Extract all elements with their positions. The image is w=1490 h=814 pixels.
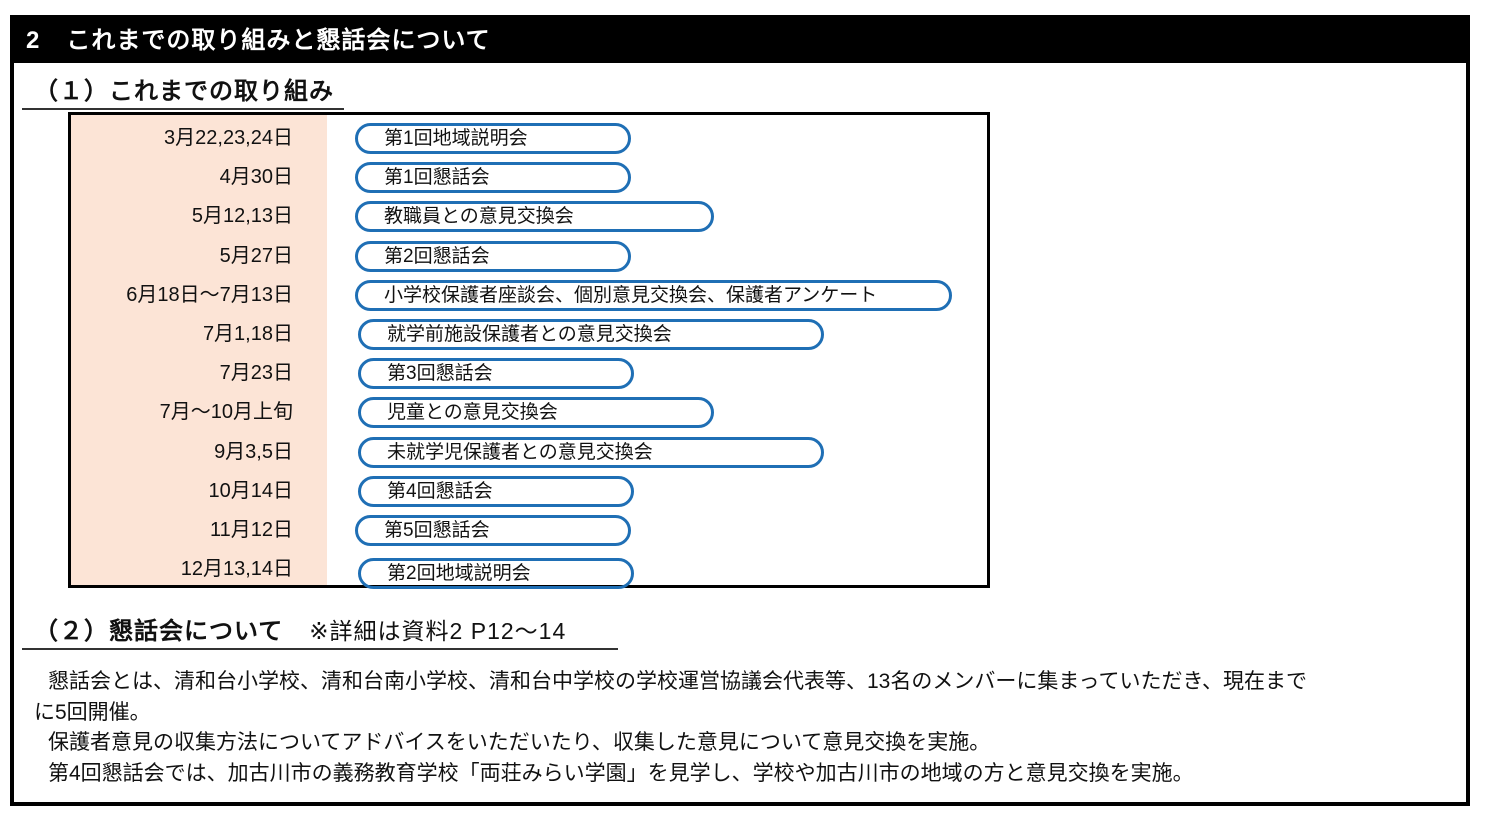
event-pill: 第4回懇話会 xyxy=(358,475,634,507)
event-pill: 就学前施設保護者との意見交換会 xyxy=(358,318,824,350)
schedule-row: 12月13,14日 第2回地域説明会 xyxy=(71,550,987,590)
schedule-row: 10月14日 第4回懇話会 xyxy=(71,472,987,511)
date: 12月13,14日 xyxy=(180,558,293,581)
date: 7月1,18日 xyxy=(202,322,293,345)
paragraph: 第4回懇話会では、加古川市の義務教育学校「両荘みらい学園」を見学し、学校や加古川… xyxy=(48,761,1194,785)
subsection-title-1: （１）これまでの取り組み xyxy=(22,71,344,110)
description: 懇話会とは、清和台小学校、清和台南小学校、清和台中学校の学校運営協議会代表等、1… xyxy=(34,667,1434,789)
subsection-title-2: （２）懇話会について ※詳細は資料2 P12～14 xyxy=(22,611,618,650)
event-pill: 第2回地域説明会 xyxy=(358,558,634,590)
date: 7月～10月上旬 xyxy=(159,401,293,424)
date-column xyxy=(71,115,327,585)
event-pill: 第2回懇話会 xyxy=(355,240,631,272)
date: 10月14日 xyxy=(208,479,294,502)
paragraph: 保護者意見の収集方法についてアドバイスをいただいたり、収集した意見について意見交… xyxy=(48,731,991,754)
event-pill: 児童との意見交換会 xyxy=(358,397,714,429)
schedule-row: 5月12,13日 教職員との意見交換会 xyxy=(71,197,987,236)
paragraph: に5回開催。 xyxy=(34,700,151,724)
date: 6月18日～7月13日 xyxy=(126,283,293,306)
event-pill: 第1回懇話会 xyxy=(355,162,631,194)
schedule-table: 3月22,23,24日 第1回地域説明会 4月30日 第1回懇話会 5月12,13日… xyxy=(68,112,990,590)
schedule-row: 7月23日 第3回懇話会 xyxy=(71,354,987,393)
date: 5月12,13日 xyxy=(191,205,293,228)
paragraph: 懇話会とは、清和台小学校、清和台南小学校、清和台中学校の学校運営協議会代表等、1… xyxy=(48,670,1307,693)
event-pill: 小学校保護者座談会、個別意見交換会、保護者アンケート xyxy=(355,279,952,311)
date: 11月12日 xyxy=(209,518,293,541)
schedule-row: 7月～10月上旬 児童との意見交換会 xyxy=(71,393,987,432)
event-pill: 第3回懇話会 xyxy=(358,358,634,390)
document-frame: 2 これまでの取り組みと懇話会について （１）これまでの取り組み 3月22,23,… xyxy=(10,15,1470,806)
date: 7月23日 xyxy=(219,362,293,385)
section-number: 2 xyxy=(26,27,41,54)
schedule-row: 3月22,23,24日 第1回地域説明会 xyxy=(71,119,987,158)
date: 9月3,5日 xyxy=(214,440,293,463)
section-title: これまでの取り組みと懇話会について xyxy=(66,27,491,54)
schedule-row: 4月30日 第1回懇話会 xyxy=(71,158,987,197)
event-pill: 第5回懇話会 xyxy=(355,514,631,546)
subsection-title-text: （２）懇話会について xyxy=(34,618,284,645)
date: 5月27日 xyxy=(219,244,293,267)
date: 4月30日 xyxy=(219,166,293,189)
event-pill: 第1回地域説明会 xyxy=(355,123,631,154)
event-pill: 教職員との意見交換会 xyxy=(355,201,714,233)
section-header: 2 これまでの取り組みと懇話会について xyxy=(14,19,1466,63)
schedule-row: 6月18日～7月13日 小学校保護者座談会、個別意見交換会、保護者アンケート xyxy=(71,276,987,315)
date: 3月22,23,24日 xyxy=(164,127,293,149)
schedule-row: 7月1,18日 就学前施設保護者との意見交換会 xyxy=(71,315,987,354)
event-pill: 未就学児保護者との意見交換会 xyxy=(358,436,824,468)
schedule-row: 9月3,5日 未就学児保護者との意見交換会 xyxy=(71,433,987,472)
schedule-row: 11月12日 第5回懇話会 xyxy=(71,511,987,550)
schedule-row: 5月27日 第2回懇話会 xyxy=(71,237,987,276)
reference-note: ※詳細は資料2 P12～14 xyxy=(309,618,567,644)
